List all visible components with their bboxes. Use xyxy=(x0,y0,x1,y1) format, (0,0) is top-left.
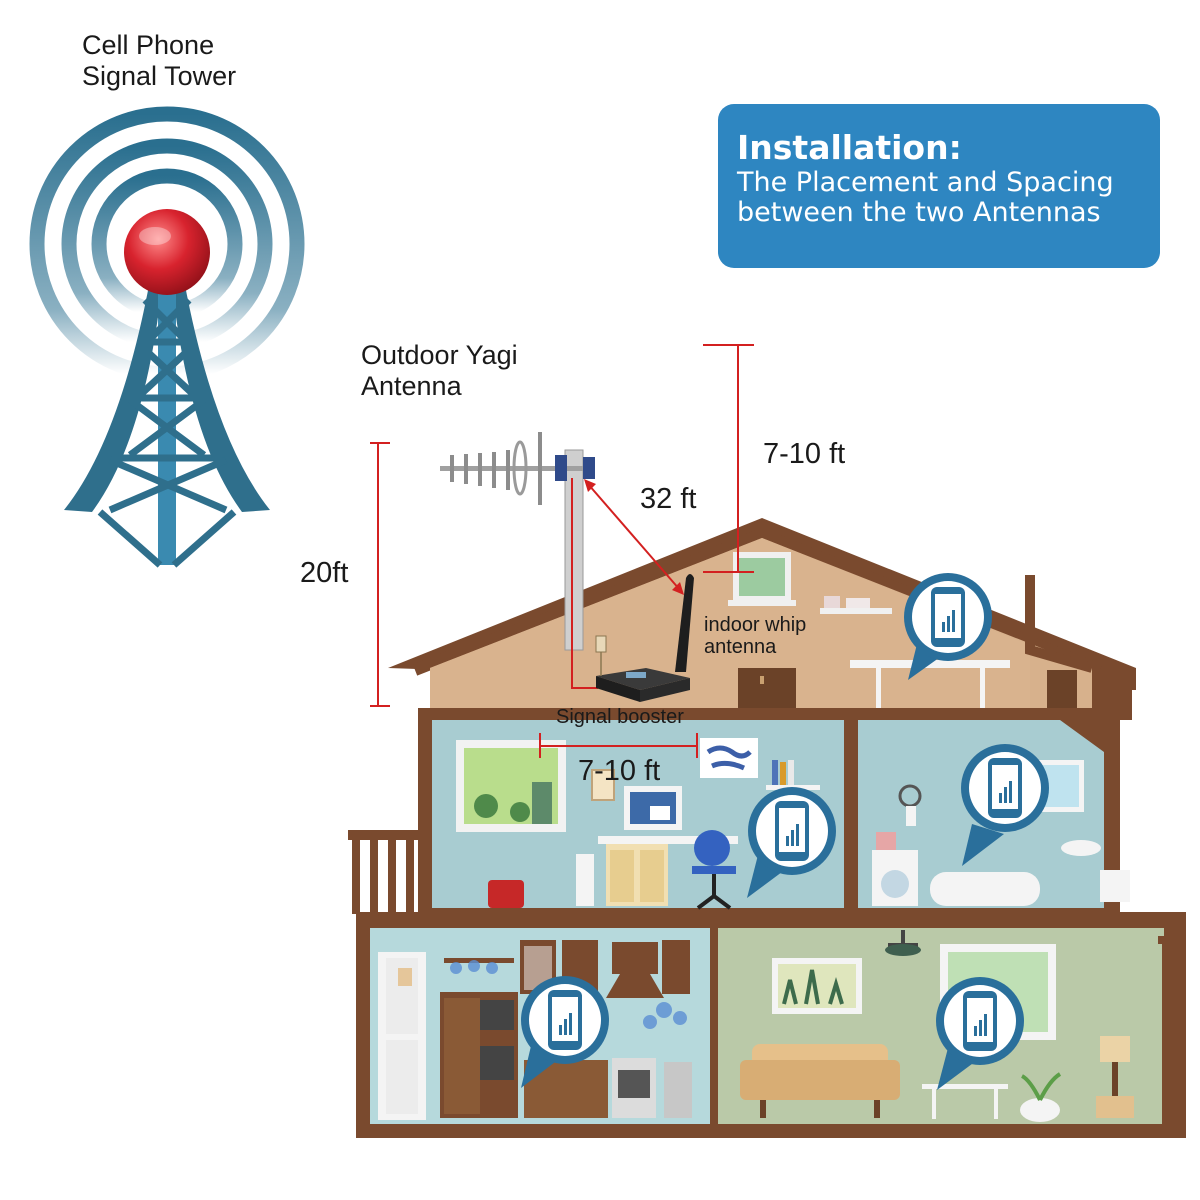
yagi-antenna-icon xyxy=(440,432,595,651)
dimension-cable-length: 32 ft xyxy=(640,483,697,515)
tower-label-line1: Cell Phone xyxy=(82,30,215,60)
tower-label-line2: Signal Tower xyxy=(82,61,237,91)
dimension-whip-to-booster: 7-10 ft xyxy=(578,755,661,787)
signal-booster-icon xyxy=(595,635,690,702)
installation-banner: Installation: The Placement and Spacing … xyxy=(718,104,1160,268)
yagi-antenna-label: Outdoor Yagi Antenna xyxy=(361,340,518,402)
banner-line2: between the two Antennas xyxy=(737,197,1101,228)
whip-antenna-icon xyxy=(675,574,694,672)
yagi-label-line1: Outdoor Yagi xyxy=(361,340,518,370)
whip-label-line2: antenna xyxy=(704,636,777,658)
yagi-label-line2: Antenna xyxy=(361,371,462,401)
signal-tower-icon xyxy=(29,106,305,568)
cable-length-arrow xyxy=(587,483,681,591)
whip-label-line1: indoor whip xyxy=(704,614,807,636)
dimension-markers xyxy=(370,344,754,758)
phone-signal-icon xyxy=(521,573,1049,1090)
tower-label: Cell Phone Signal Tower xyxy=(82,30,236,92)
whip-antenna-label: indoor whip antenna xyxy=(704,614,806,658)
banner-line1: The Placement and Spacing xyxy=(737,167,1114,198)
signal-booster-label: Signal booster xyxy=(556,706,684,728)
dimension-yagi-to-whip: 7-10 ft xyxy=(763,438,846,470)
banner-title: Installation: xyxy=(737,128,962,167)
dimension-antenna-height: 20ft xyxy=(300,557,349,589)
